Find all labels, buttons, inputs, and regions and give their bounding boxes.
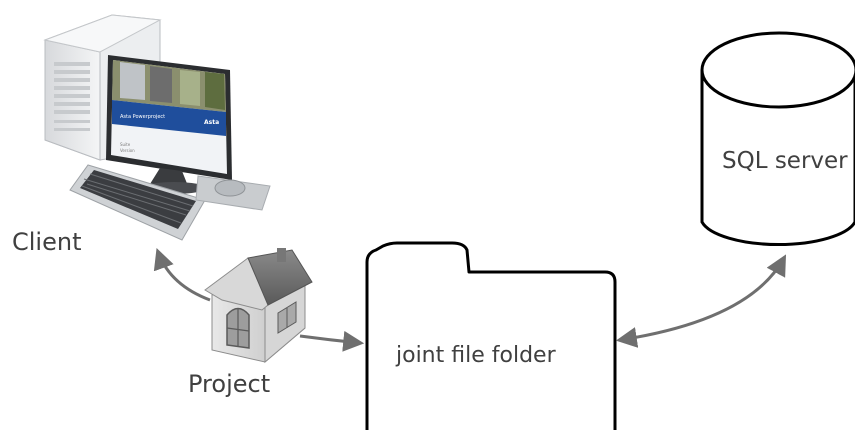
monitor-line-1: Suite (120, 142, 131, 147)
project-label: Project (188, 370, 271, 398)
monitor-header-text: Asta Powerproject (120, 114, 165, 120)
database-icon (700, 31, 855, 247)
folder-label: joint file folder (396, 343, 556, 368)
monitor-line-2: Version (120, 148, 135, 153)
arrow-folder-sql-sync (615, 254, 787, 348)
arrow-project-to-folder (299, 330, 365, 352)
computer-icon: Asta Powerproject Asta Suite Version (43, 14, 271, 241)
house-icon (204, 248, 313, 364)
arrow-project-to-client (153, 248, 211, 302)
folder-icon (365, 241, 617, 430)
sql-server-label: SQL server (722, 148, 848, 174)
client-label: Client (12, 228, 82, 256)
monitor-logo-text: Asta (204, 119, 219, 126)
